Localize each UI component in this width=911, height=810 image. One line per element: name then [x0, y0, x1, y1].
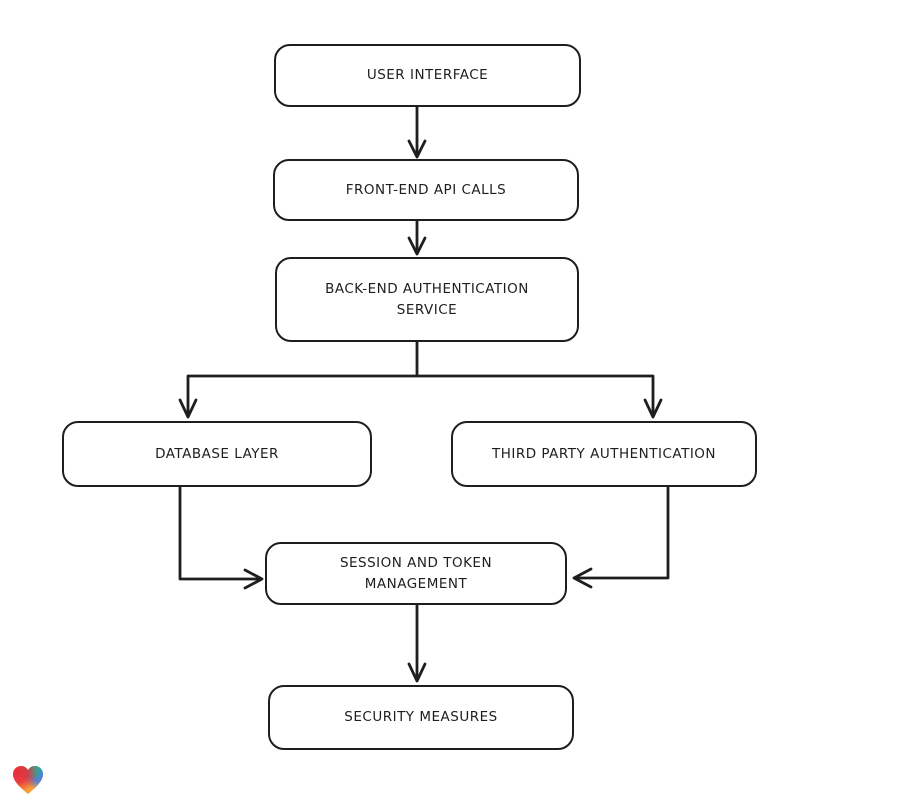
node-third-party-authentication: THIRD PARTY AUTHENTICATION	[451, 421, 757, 487]
arrowhead-left-icon	[572, 567, 593, 589]
arrowhead-right-icon	[243, 568, 264, 590]
node-label: BACK-END AUTHENTICATION SERVICE	[325, 280, 529, 318]
node-security-measures: SECURITY MEASURES	[268, 685, 574, 750]
node-label: SESSION AND TOKEN MANAGEMENT	[339, 554, 493, 592]
arrowhead-down-icon	[178, 398, 198, 419]
arrowhead-down-icon	[643, 398, 663, 419]
node-database-layer: DATABASE LAYER	[62, 421, 372, 487]
edge-backend-branch-trunk	[186, 340, 655, 416]
node-label: USER INTERFACE	[366, 67, 489, 84]
node-back-end-authentication-service: BACK-END AUTHENTICATION SERVICE	[275, 257, 579, 342]
node-user-interface: USER INTERFACE	[274, 44, 581, 107]
node-front-end-api-calls: FRONT-END API CALLS	[273, 159, 579, 221]
arrowhead-down-icon	[407, 236, 427, 256]
node-label: DATABASE LAYER	[155, 445, 279, 462]
arrowhead-down-icon	[407, 662, 427, 683]
node-label: THIRD PARTY AUTHENTICATION	[491, 445, 717, 462]
heart-icon	[13, 766, 43, 794]
edge-database-to-session	[178, 485, 261, 581]
arrowhead-down-icon	[407, 139, 427, 159]
node-label: SECURITY MEASURES	[344, 709, 498, 726]
lovable-heart-logo[interactable]	[11, 764, 45, 796]
node-session-and-token-management: SESSION AND TOKEN MANAGEMENT	[265, 542, 567, 605]
edge-thirdparty-to-session	[575, 485, 670, 580]
node-label: FRONT-END API CALLS	[345, 181, 507, 198]
